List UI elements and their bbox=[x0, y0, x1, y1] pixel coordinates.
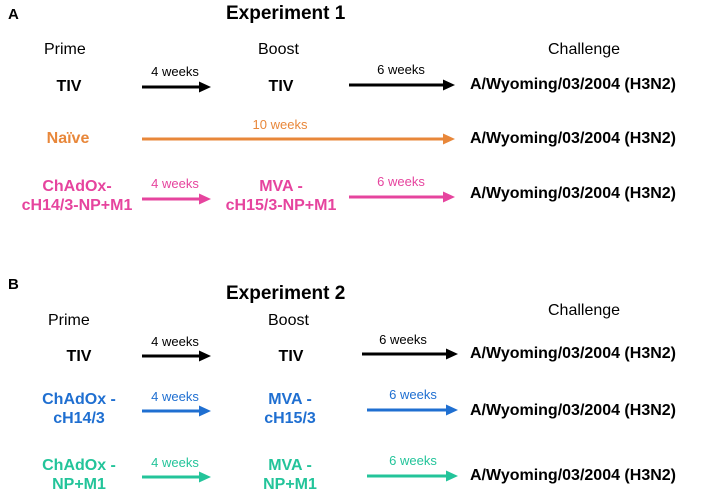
panel-b-row2-interval1: 4 weeks bbox=[151, 389, 199, 404]
panel-b-prime-header: Prime bbox=[48, 312, 90, 329]
panel-a-row3-prime-line1: ChAdOx- bbox=[42, 178, 112, 195]
panel-b-row3-boost-line1: MVA - bbox=[268, 457, 312, 474]
panel-a-row1-interval2: 6 weeks bbox=[377, 62, 425, 77]
panel-b-row3-prime-line1: ChAdOx - bbox=[42, 457, 116, 474]
panel-a-challenge-header: Challenge bbox=[548, 41, 621, 58]
panel-b-row2-boost-line2: cH15/3 bbox=[264, 410, 316, 427]
panel-a-row2-prime: Naïve bbox=[46, 130, 90, 147]
panel-b-row2-prime-line1: ChAdOx - bbox=[42, 391, 116, 408]
panel-b-row3-boost: MVA - NP+M1 bbox=[240, 456, 340, 494]
panel-a-row3-interval1: 4 weeks bbox=[151, 176, 199, 191]
panel-b-challenge-header: Challenge bbox=[548, 302, 621, 319]
panel-b-row2-interval2: 6 weeks bbox=[389, 387, 437, 402]
panel-a-row2-interval: 10 weeks bbox=[252, 117, 308, 132]
panel-a-title: Experiment 1 bbox=[226, 3, 346, 24]
panel-b-row3-challenge: A/Wyoming/03/2004 (H3N2) bbox=[470, 467, 676, 484]
panel-a-row1-interval1: 4 weeks bbox=[151, 64, 199, 79]
panel-b-row2-boost: MVA - cH15/3 bbox=[240, 390, 340, 428]
panel-b-boost-header: Boost bbox=[268, 312, 309, 329]
panel-a-row3-prime-line2: cH14/3-NP+M1 bbox=[21, 197, 133, 214]
panel-b-row1-interval2: 6 weeks bbox=[379, 332, 427, 347]
panel-b-row3-prime-line2: NP+M1 bbox=[52, 476, 106, 493]
panel-b-row2-boost-line1: MVA - bbox=[268, 391, 312, 408]
panel-b-row3-prime: ChAdOx - NP+M1 bbox=[22, 456, 136, 494]
arrow-b2-1 bbox=[142, 405, 211, 417]
panel-a-row3-challenge: A/Wyoming/03/2004 (H3N2) bbox=[470, 185, 676, 202]
panel-b-row1-interval1: 4 weeks bbox=[151, 334, 199, 349]
panel-b-row3-interval2: 6 weeks bbox=[389, 453, 437, 468]
panel-b-row2-challenge: A/Wyoming/03/2004 (H3N2) bbox=[470, 402, 676, 419]
panel-a-row1-prime: TIV bbox=[56, 78, 82, 95]
panel-a-row3-boost-line1: MVA - bbox=[259, 178, 303, 195]
panel-b-row3-boost-line2: NP+M1 bbox=[263, 476, 317, 493]
arrow-a3-2 bbox=[349, 191, 455, 203]
panel-a-row3-prime: ChAdOx- cH14/3-NP+M1 bbox=[4, 177, 150, 215]
panel-a-row3-interval2: 6 weeks bbox=[377, 174, 425, 189]
panel-a-row1-challenge: A/Wyoming/03/2004 (H3N2) bbox=[470, 76, 676, 93]
panel-b-row1-boost: TIV bbox=[278, 348, 304, 365]
arrow-a1-1 bbox=[142, 81, 211, 93]
panel-b-row3-interval1: 4 weeks bbox=[151, 455, 199, 470]
panel-a-row3-boost-line2: cH15/3-NP+M1 bbox=[225, 197, 337, 214]
arrow-b3-1 bbox=[142, 471, 211, 483]
arrow-a3-1 bbox=[142, 193, 211, 205]
panel-b-row2-prime: ChAdOx - cH14/3 bbox=[22, 390, 136, 428]
arrow-a1-2 bbox=[349, 79, 455, 91]
panel-b-row1-prime: TIV bbox=[66, 348, 92, 365]
panel-a-prime-header: Prime bbox=[44, 41, 86, 58]
arrow-b3-2 bbox=[367, 470, 458, 482]
arrow-b1-2 bbox=[362, 348, 458, 360]
panel-a-label: A bbox=[8, 6, 19, 23]
panel-b-title: Experiment 2 bbox=[226, 283, 346, 304]
panel-a-row2-challenge: A/Wyoming/03/2004 (H3N2) bbox=[470, 130, 676, 147]
arrow-a2 bbox=[142, 133, 455, 145]
panel-b-row1-challenge: A/Wyoming/03/2004 (H3N2) bbox=[470, 345, 676, 362]
panel-a-boost-header: Boost bbox=[258, 41, 299, 58]
arrow-b2-2 bbox=[367, 404, 458, 416]
panel-a-row3-boost: MVA - cH15/3-NP+M1 bbox=[210, 177, 352, 215]
panel-b-row2-prime-line2: cH14/3 bbox=[53, 410, 105, 427]
panel-a-row1-boost: TIV bbox=[268, 78, 294, 95]
panel-b-label: B bbox=[8, 276, 19, 293]
arrow-b1-1 bbox=[142, 350, 211, 362]
